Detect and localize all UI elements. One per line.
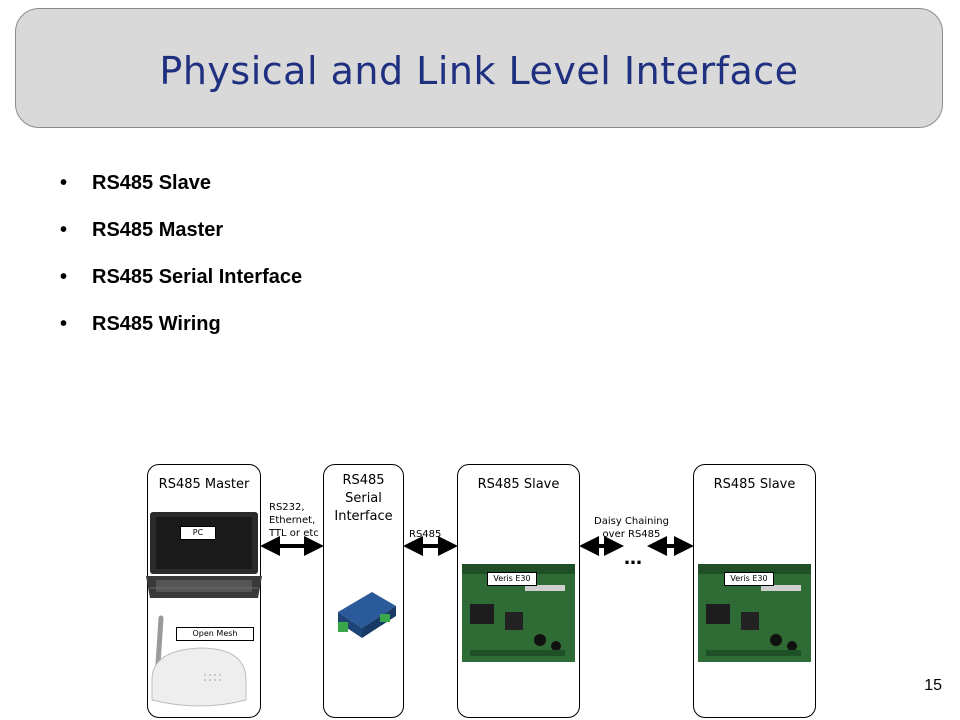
- serial-title-line3: Interface: [334, 509, 393, 524]
- link2-label: RS485: [409, 529, 442, 540]
- link3-line2: over RS485: [602, 529, 661, 540]
- title-banner: Physical and Link Level Interface: [15, 8, 943, 128]
- slide-title: Physical and Link Level Interface: [159, 49, 799, 93]
- bullet-item: •RS485 Slave: [60, 172, 211, 194]
- ellipsis: …: [624, 548, 642, 569]
- link1-line1: RS232,: [269, 502, 305, 513]
- link3-label: Daisy Chaining over RS485: [594, 515, 669, 541]
- bullet-item: •RS485 Wiring: [60, 313, 221, 335]
- bullet-text: RS485 Master: [92, 219, 224, 241]
- pc-tag: PC: [180, 526, 216, 540]
- slave2-title: RS485 Slave: [713, 477, 796, 492]
- bullet-text: RS485 Slave: [92, 172, 211, 194]
- link3-line1: Daisy Chaining: [594, 516, 669, 527]
- link1-line2: Ethernet,: [269, 515, 316, 526]
- serial-title-line1: RS485: [342, 473, 385, 488]
- page-number: 15: [924, 677, 942, 694]
- board-tag-2: Veris E30: [724, 572, 774, 586]
- router-icon: [151, 615, 247, 707]
- link1-label: RS232, Ethernet, TTL or etc: [269, 501, 319, 540]
- board-tag-1: Veris E30: [487, 572, 537, 586]
- bullet-text: RS485 Wiring: [92, 313, 221, 335]
- master-title: RS485 Master: [158, 477, 250, 492]
- bullet-list: •RS485 Slave •RS485 Master •RS485 Serial…: [60, 172, 302, 360]
- openmesh-tag: Open Mesh: [176, 627, 254, 641]
- bullet-item: •RS485 Serial Interface: [60, 266, 303, 288]
- slave1-title: RS485 Slave: [477, 477, 560, 492]
- serial-title-line2: Serial: [345, 491, 382, 506]
- bullet-text: RS485 Serial Interface: [92, 266, 303, 288]
- link1-line3: TTL or etc: [269, 528, 319, 539]
- bullet-item: •RS485 Master: [60, 219, 224, 241]
- laptop-icon: [146, 512, 262, 598]
- serial-converter-icon: [330, 586, 396, 644]
